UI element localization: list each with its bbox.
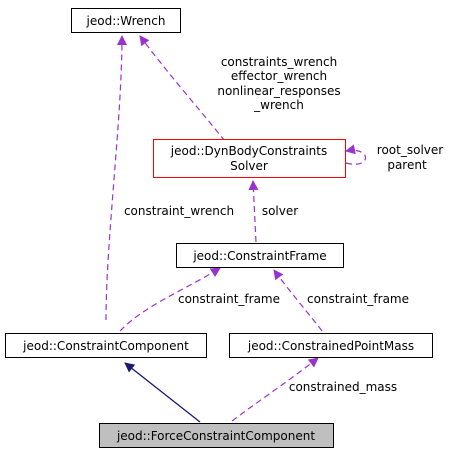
edge-label-component-to-frame: constraint_frame bbox=[178, 292, 280, 306]
node-constrained-point-mass[interactable]: jeod::ConstrainedPointMass bbox=[229, 333, 433, 358]
edge-label-solver-to-wrench: constraints_wrench effector_wrench nonli… bbox=[217, 55, 340, 112]
edge-label-force-to-pointmass: constrained_mass bbox=[289, 380, 397, 394]
edge-label-pointmass-to-frame: constraint_frame bbox=[307, 292, 409, 306]
edge-component-to-frame bbox=[119, 267, 221, 332]
node-solver-label-line2: Solver bbox=[230, 159, 268, 173]
node-force-constraint-component[interactable]: jeod::ForceConstraintComponent bbox=[99, 423, 334, 448]
edge-label-frame-to-solver: solver bbox=[262, 204, 298, 218]
edge-label-line: root_solver bbox=[377, 143, 443, 157]
edge-force-inherits-component bbox=[124, 362, 201, 423]
edge-label-line: nonlinear_responses bbox=[217, 84, 340, 98]
edge-label-component-to-wrench: constraint_wrench bbox=[124, 204, 234, 218]
node-wrench[interactable]: jeod::Wrench bbox=[71, 8, 181, 33]
node-dynbody-constraints-solver[interactable]: jeod::DynBodyConstraints Solver bbox=[153, 139, 346, 178]
node-force-component-label: jeod::ForceConstraintComponent bbox=[116, 429, 315, 443]
edge-label-line: _wrench bbox=[253, 98, 304, 112]
edge-label-line: constraints_wrench bbox=[221, 55, 337, 69]
edge-frame-to-solver bbox=[248, 180, 259, 243]
node-frame-label: jeod::ConstraintFrame bbox=[192, 249, 326, 263]
edge-component-to-wrench bbox=[105, 35, 127, 321]
edge-label-solver-self: root_solver parent bbox=[377, 143, 443, 172]
edge-label-line: effector_wrench bbox=[231, 69, 327, 83]
node-solver-label-line1: jeod::DynBodyConstraints bbox=[170, 144, 327, 158]
edge-label-line: parent bbox=[387, 158, 427, 172]
edge-force-to-pointmass bbox=[231, 357, 319, 422]
node-wrench-label: jeod::Wrench bbox=[86, 14, 166, 28]
node-point-mass-label: jeod::ConstrainedPointMass bbox=[247, 339, 414, 353]
node-component-label: jeod::ConstraintComponent bbox=[22, 339, 189, 353]
node-constraint-component[interactable]: jeod::ConstraintComponent bbox=[5, 333, 207, 358]
node-constraint-frame[interactable]: jeod::ConstraintFrame bbox=[176, 243, 344, 268]
edge-solver-self-loop bbox=[345, 144, 366, 165]
edge-solver-to-wrench bbox=[139, 35, 226, 142]
